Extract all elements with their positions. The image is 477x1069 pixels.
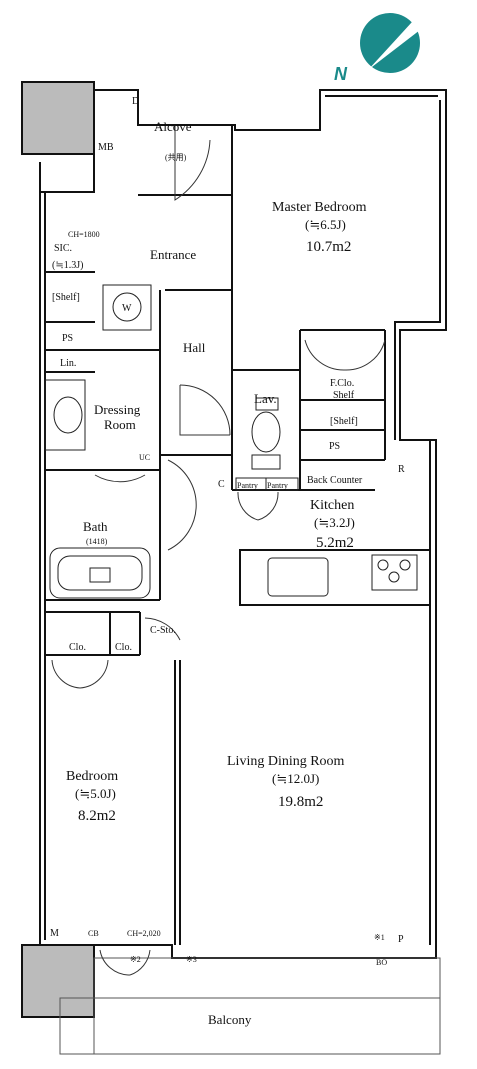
uc-label: UC [139,453,150,462]
north-compass-icon [360,13,420,73]
ps-left-label: PS [62,333,73,344]
entrance-label: Entrance [150,247,196,262]
note-1: ※1 [374,933,385,942]
master-bedroom-size: (≒6.5J) [305,217,346,232]
clo-1-label: Clo. [69,642,86,653]
mb-label: MB [98,142,114,153]
shelf-mid-label: [Shelf] [330,416,358,427]
lin-label: Lin. [60,358,76,369]
bedroom-area: 8.2m2 [78,808,116,824]
bo-label: BO [376,958,387,967]
kitchen-area: 5.2m2 [316,535,354,551]
ch2-label: CH=2,020 [127,929,161,938]
cb-label: CB [88,929,99,938]
shelf-left-label: [Shelf] [52,292,80,303]
r-label: R [398,464,405,475]
p-label: P [398,934,404,945]
sic-size: (≒1.3J) [52,260,83,271]
kitchen-label: Kitchen [310,498,354,513]
sic-ch: CH=1800 [68,230,100,239]
fclo-shelf-label: Shelf [333,390,355,401]
partitions [45,125,431,945]
balcony-area [59,957,441,1055]
master-bedroom-area: 10.7m2 [306,239,351,255]
d-mark: D [132,96,139,107]
ps-mid-label: PS [329,441,340,452]
back-counter-label: Back Counter [307,475,363,486]
bath-size: (1418) [86,537,108,546]
pantry-2-label: Pantry [267,481,288,490]
alcove-note: (共用) [165,153,187,162]
bedroom-size: (≒5.0J) [75,786,116,801]
bath-label: Bath [83,519,108,534]
bedroom-label: Bedroom [66,769,118,784]
kitchen-size: (≒3.2J) [314,515,355,530]
north-label: N [334,64,348,84]
fixtures [44,284,418,599]
lav-label: Lav. [254,391,277,406]
note-3: ※3 [186,955,197,964]
note-2: ※2 [130,955,141,964]
ldr-size: (≒12.0J) [272,771,319,786]
fclo-label: F.Clo. [330,378,354,389]
sic-label: SIC. [54,243,72,254]
master-bedroom-label: Master Bedroom [272,200,367,215]
c-sto-label: C-Sto. [150,625,176,636]
ldr-label: Living Dining Room [227,754,345,769]
doors [51,125,386,976]
hall-label: Hall [183,340,206,355]
dressing-label-1: Dressing [94,402,141,417]
clo-2-label: Clo. [115,642,132,653]
ldr-area: 19.8m2 [278,794,323,810]
alcove-label: Alcove [154,119,192,134]
balcony-label: Balcony [208,1012,252,1027]
pantry-1-label: Pantry [237,481,258,490]
m-mark: M [50,928,59,939]
c-mark-label: C [218,479,225,490]
dressing-label-2: Room [104,417,136,432]
w-label: W [122,303,132,314]
